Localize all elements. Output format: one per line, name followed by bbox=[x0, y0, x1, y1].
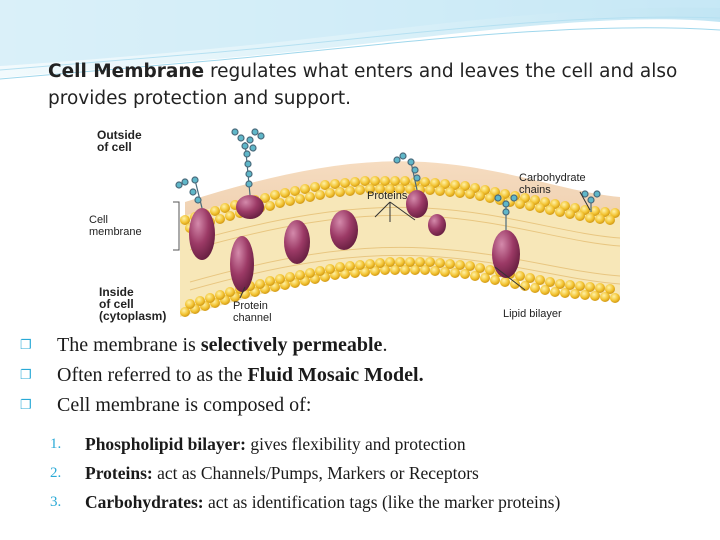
label-outside-line2: of cell bbox=[97, 140, 132, 154]
carbohydrate-chains bbox=[175, 128, 601, 230]
label-proteins: Proteins bbox=[367, 190, 408, 202]
item-text: Carbohydrates: act as identification tag… bbox=[85, 492, 560, 513]
bullet-text: Cell membrane is composed of: bbox=[57, 394, 311, 417]
bullet-list: ❐ The membrane is selectively permeable.… bbox=[18, 330, 708, 420]
label-carb-line2: chains bbox=[519, 184, 551, 196]
item-term: Proteins: bbox=[85, 463, 153, 483]
label-outside-of-cell: Outside of cell bbox=[97, 129, 142, 153]
item-text: Proteins: act as Channels/Pumps, Markers… bbox=[85, 463, 479, 484]
label-inside-line2: of cell bbox=[99, 297, 134, 311]
membrane-illustration bbox=[173, 128, 621, 317]
item-text: Phospholipid bilayer: gives flexibility … bbox=[85, 434, 466, 455]
label-inside-line1: Inside bbox=[99, 285, 134, 299]
bullet-circle-icon: ❐ bbox=[20, 367, 32, 382]
label-carb-line1: Carbohydrate bbox=[519, 172, 586, 184]
label-inside-line3: (cytoplasm) bbox=[99, 309, 167, 323]
label-cell-membrane: Cell membrane bbox=[89, 214, 142, 238]
membrane-bracket bbox=[173, 201, 180, 251]
label-carbohydrate-chains: Carbohydrate chains bbox=[519, 172, 586, 196]
numbered-item: 1. Phospholipid bilayer: gives flexibili… bbox=[50, 430, 710, 459]
intro-term: Cell Membrane bbox=[48, 61, 205, 82]
bullet-item: ❐ Cell membrane is composed of: bbox=[18, 390, 708, 420]
label-inside-of-cell: Inside of cell (cytoplasm) bbox=[99, 286, 166, 322]
item-number: 2. bbox=[50, 465, 62, 481]
item-desc: act as Channels/Pumps, Markers or Recept… bbox=[152, 463, 479, 483]
label-membrane-line1: Cell bbox=[89, 214, 108, 226]
numbered-item: 2. Proteins: act as Channels/Pumps, Mark… bbox=[50, 459, 710, 488]
item-desc: gives flexibility and protection bbox=[245, 434, 466, 454]
bullet-text: The membrane is selectively permeable. bbox=[57, 334, 387, 357]
membrane-proteins bbox=[189, 190, 520, 292]
bullet-text: Often referred to as the Fluid Mosaic Mo… bbox=[57, 364, 424, 387]
bullet-circle-icon: ❐ bbox=[20, 397, 32, 412]
bullet-text-pre: Often referred to as the bbox=[57, 363, 248, 386]
item-term: Phospholipid bilayer: bbox=[85, 434, 246, 454]
bullet-text-pre: The membrane is bbox=[57, 333, 201, 356]
lipid-heads-bottom bbox=[180, 257, 620, 317]
label-channel-line2: channel bbox=[233, 312, 272, 324]
header-wave-decoration bbox=[0, 0, 720, 80]
item-desc: act as identification tags (like the mar… bbox=[203, 492, 561, 512]
bullet-text-bold: Fluid Mosaic Model. bbox=[247, 363, 424, 386]
item-number: 3. bbox=[50, 494, 62, 510]
bullet-text-post: . bbox=[382, 333, 388, 356]
label-lipid-bilayer: Lipid bilayer bbox=[503, 308, 562, 320]
bullet-text-pre: Cell membrane is composed of: bbox=[57, 393, 312, 416]
label-outside-line1: Outside bbox=[97, 128, 142, 142]
intro-text: regulates what enters and leaves the cel… bbox=[48, 61, 678, 109]
item-number: 1. bbox=[50, 436, 62, 452]
bullet-text-bold: selectively permeable bbox=[200, 333, 383, 356]
bullet-item: ❐ Often referred to as the Fluid Mosaic … bbox=[18, 360, 708, 390]
label-channel-line1: Protein bbox=[233, 300, 268, 312]
label-pointer-lines bbox=[239, 191, 591, 299]
label-protein-channel: Protein channel bbox=[233, 300, 272, 324]
bullet-circle-icon: ❐ bbox=[20, 337, 32, 352]
bilayer-core bbox=[180, 181, 620, 317]
numbered-list: 1. Phospholipid bilayer: gives flexibili… bbox=[50, 430, 710, 517]
label-membrane-line2: membrane bbox=[89, 226, 142, 238]
numbered-item: 3. Carbohydrates: act as identification … bbox=[50, 488, 710, 517]
intro-paragraph: Cell Membrane regulates what enters and … bbox=[48, 58, 698, 112]
bullet-item: ❐ The membrane is selectively permeable. bbox=[18, 330, 708, 360]
cell-membrane-diagram: Outside of cell Cell membrane Proteins C… bbox=[85, 122, 625, 332]
item-term: Carbohydrates: bbox=[85, 492, 204, 512]
